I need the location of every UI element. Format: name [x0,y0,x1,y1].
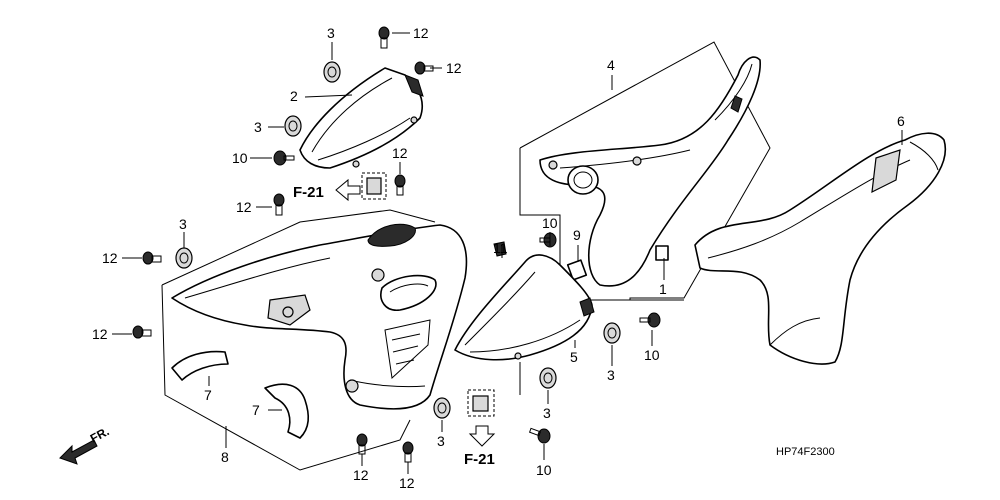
clip-12a [378,26,390,49]
reference-f21-upper[interactable]: F-21 [293,184,324,201]
callout-12: 12 [392,145,408,161]
callout-10: 10 [536,462,552,478]
callout-3: 3 [327,25,335,41]
reference-f21-lower[interactable]: F-21 [464,451,495,468]
part-7-trim-upper [171,350,229,381]
ref-clip-upper [361,172,387,200]
grommet-3d [603,322,621,344]
part-1-pad [655,245,669,261]
callout-12: 12 [102,250,118,266]
callout-3: 3 [437,433,445,449]
clip-12e [142,251,162,265]
grommet-3b [284,115,302,137]
bolt-10a [273,150,295,166]
clip-12b [414,61,434,75]
grommet-3c [175,247,193,269]
callout-3: 3 [543,405,551,421]
part-5-lower-cowl [454,254,595,361]
part-8-main-cowl [161,209,468,471]
callout-3: 3 [607,367,615,383]
ref-arrow-down [468,425,496,447]
part-6-rear-cowl [694,132,946,365]
callout-12: 12 [92,326,108,342]
bolt-10d [528,427,551,444]
grommet-3f [433,397,451,419]
callout-9: 9 [573,227,581,243]
ref-clip-lower [467,389,495,417]
clip-12h [402,441,414,463]
callout-10: 10 [232,150,248,166]
callout-3: 3 [179,216,187,232]
callout-12: 12 [446,60,462,76]
clip-12f [132,325,152,339]
clip-12c [394,174,406,196]
callout-10: 10 [644,347,660,363]
callout-2: 2 [290,88,298,104]
clip-11 [493,241,507,257]
diagram-code: HP74F2300 [776,446,835,458]
forward-arrow-icon [59,439,98,465]
callout-11: 11 [493,240,508,256]
callout-4: 4 [607,57,615,73]
part-9-pad [566,259,588,281]
leader-lines [112,32,903,474]
callout-10: 10 [542,215,558,231]
grommet-3e [539,367,557,389]
part-4-side-cover [519,41,771,301]
grommet-3a [323,61,341,83]
part-2-upper-cowl [299,67,424,169]
callout-7: 7 [204,387,212,403]
bolt-10b [539,232,557,248]
callout-1: 1 [659,281,667,297]
callout-12: 12 [413,25,429,41]
clip-12d [273,193,285,216]
callout-5: 5 [570,349,578,365]
callout-7: 7 [252,402,260,418]
bolt-10c [639,312,661,328]
callout-12: 12 [353,467,369,483]
callout-12: 12 [236,199,252,215]
callout-6: 6 [897,113,905,129]
callout-8: 8 [221,449,229,465]
callout-3: 3 [254,119,262,135]
ref-arrow-left [335,178,361,202]
callout-12: 12 [399,475,415,491]
part-7-trim-lower [264,383,310,439]
